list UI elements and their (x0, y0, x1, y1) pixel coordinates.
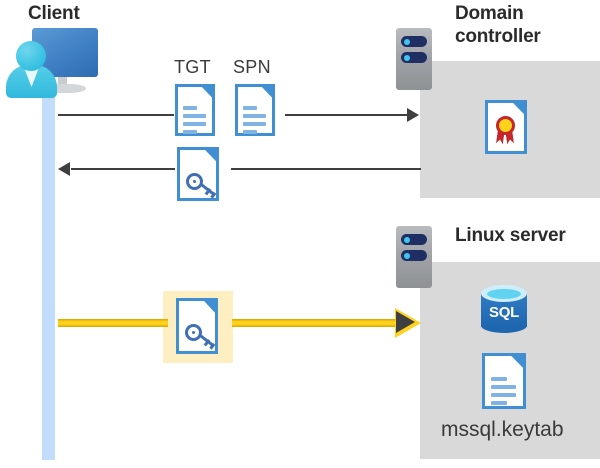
spn-document-icon (235, 84, 275, 136)
key-icon (185, 320, 216, 350)
certificate-document-icon (485, 100, 527, 154)
database-top-inner (487, 289, 521, 299)
client-title: Client (28, 3, 80, 24)
ticket-key-document-icon (177, 147, 219, 201)
server-led-bottom (401, 250, 427, 261)
document-text-lines (243, 105, 267, 138)
request-arrow-head (407, 108, 419, 122)
document-text-lines (183, 105, 207, 138)
keytab-document-icon (482, 353, 526, 409)
server-led-top (401, 234, 427, 245)
client-lifeline (42, 78, 55, 460)
sql-database-icon: SQL (481, 285, 527, 335)
document-text-lines (490, 376, 517, 409)
tgt-document-icon (175, 84, 215, 136)
server-led-bottom (401, 52, 427, 63)
service-ticket-key-document-icon (176, 298, 218, 354)
ticket-arrow-segment-right (231, 168, 421, 170)
request-arrow-segment-left (58, 114, 174, 116)
request-arrow-segment-right (285, 114, 408, 116)
monitor-base (42, 84, 86, 93)
ticket-arrow-head (58, 162, 70, 176)
service-ticket-arrow-segment-right (232, 319, 398, 327)
key-icon (186, 169, 217, 199)
spn-label: SPN (233, 57, 271, 77)
linux-server-title: Linux server (455, 225, 566, 246)
server-led-top (401, 36, 427, 47)
domain-controller-server-icon (396, 28, 432, 90)
monitor-neck (58, 77, 67, 87)
domain-controller-title: Domain controller (455, 3, 541, 47)
keytab-filename-label: mssql.keytab (441, 418, 564, 441)
document-page (175, 84, 215, 136)
sql-label: SQL (489, 304, 519, 321)
tgt-label: TGT (174, 57, 211, 77)
linux-server-icon (396, 226, 432, 288)
client-computer-user-icon (6, 24, 98, 98)
service-ticket-arrow-segment-left (58, 319, 168, 327)
ticket-arrow-segment-left (71, 168, 175, 170)
seal-disc (496, 116, 515, 135)
user-head (16, 41, 46, 71)
service-ticket-arrow-head-inner (396, 311, 415, 333)
